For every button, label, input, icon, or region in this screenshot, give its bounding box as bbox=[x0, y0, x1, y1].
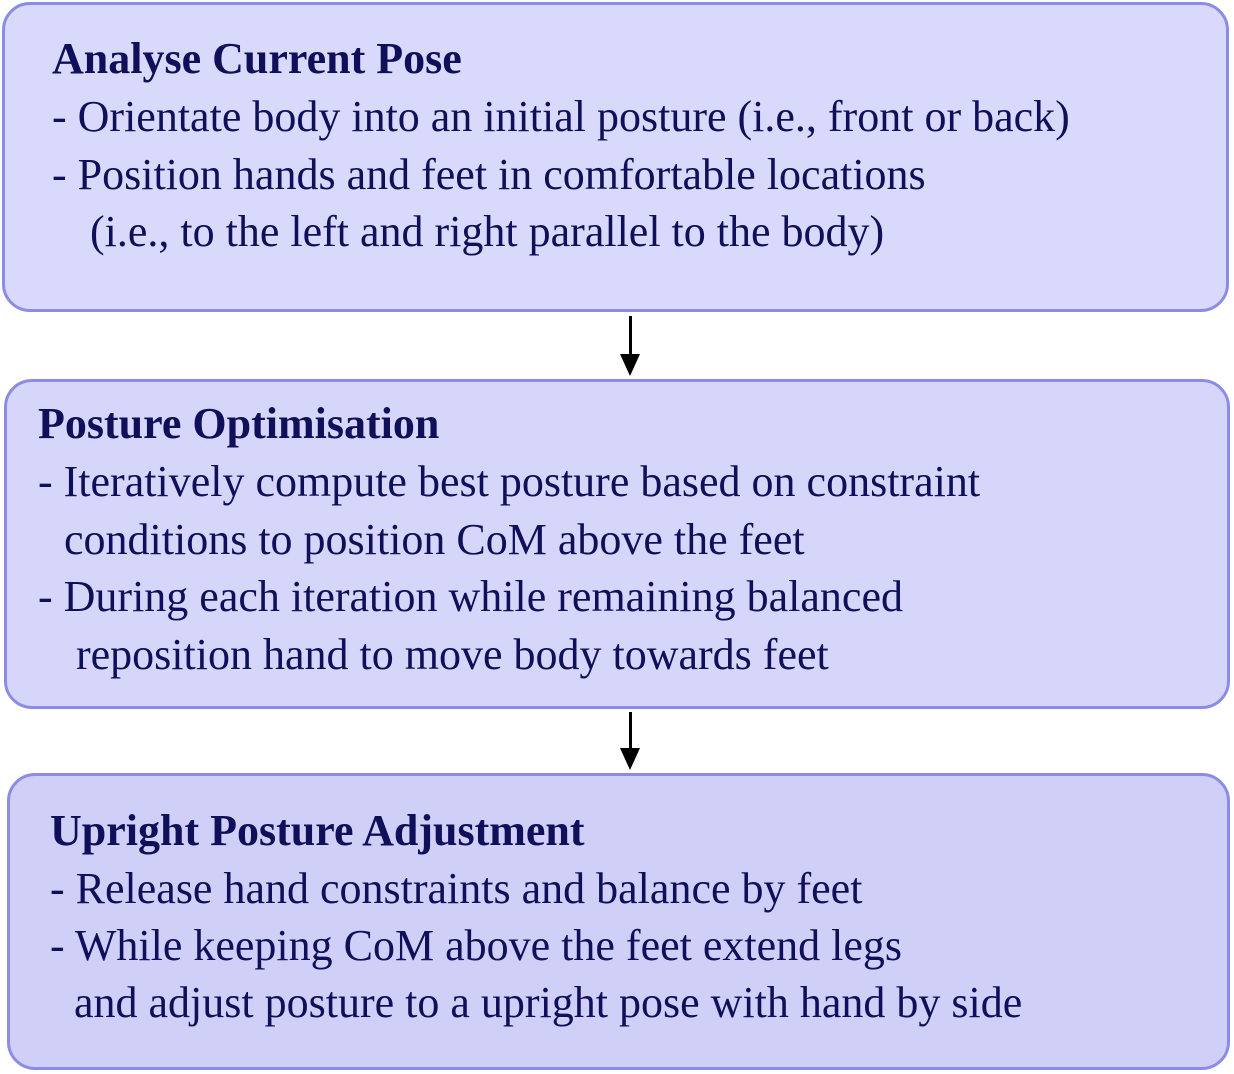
step-bullet-continuation: and adjust posture to a upright pose wit… bbox=[74, 978, 1023, 1027]
step-bullet: - Position hands and feet in comfortable… bbox=[52, 150, 926, 199]
step-box-upright-posture-adjustment bbox=[7, 773, 1230, 1070]
step-bullet-continuation: (i.e., to the left and right parallel to… bbox=[90, 207, 885, 256]
step-title: Posture Optimisation bbox=[38, 399, 440, 448]
step-bullet: - While keeping CoM above the feet exten… bbox=[50, 921, 903, 970]
step-title: Analyse Current Pose bbox=[52, 34, 462, 83]
step-bullet-continuation: conditions to position CoM above the fee… bbox=[64, 515, 805, 564]
step-bullet-continuation: reposition hand to move body towards fee… bbox=[76, 630, 829, 679]
step-bullet: - During each iteration while remaining … bbox=[38, 572, 903, 621]
step-box-posture-optimisation bbox=[4, 379, 1230, 709]
step-bullet: - Release hand constraints and balance b… bbox=[50, 864, 863, 913]
down-arrow-icon bbox=[620, 316, 640, 376]
step-title: Upright Posture Adjustment bbox=[50, 806, 585, 855]
step-box-analyse-current-pose bbox=[2, 2, 1229, 312]
step-bullet: - Iteratively compute best posture based… bbox=[38, 457, 981, 506]
step-bullet: - Orientate body into an initial posture… bbox=[52, 92, 1070, 141]
down-arrow-icon bbox=[620, 712, 640, 772]
